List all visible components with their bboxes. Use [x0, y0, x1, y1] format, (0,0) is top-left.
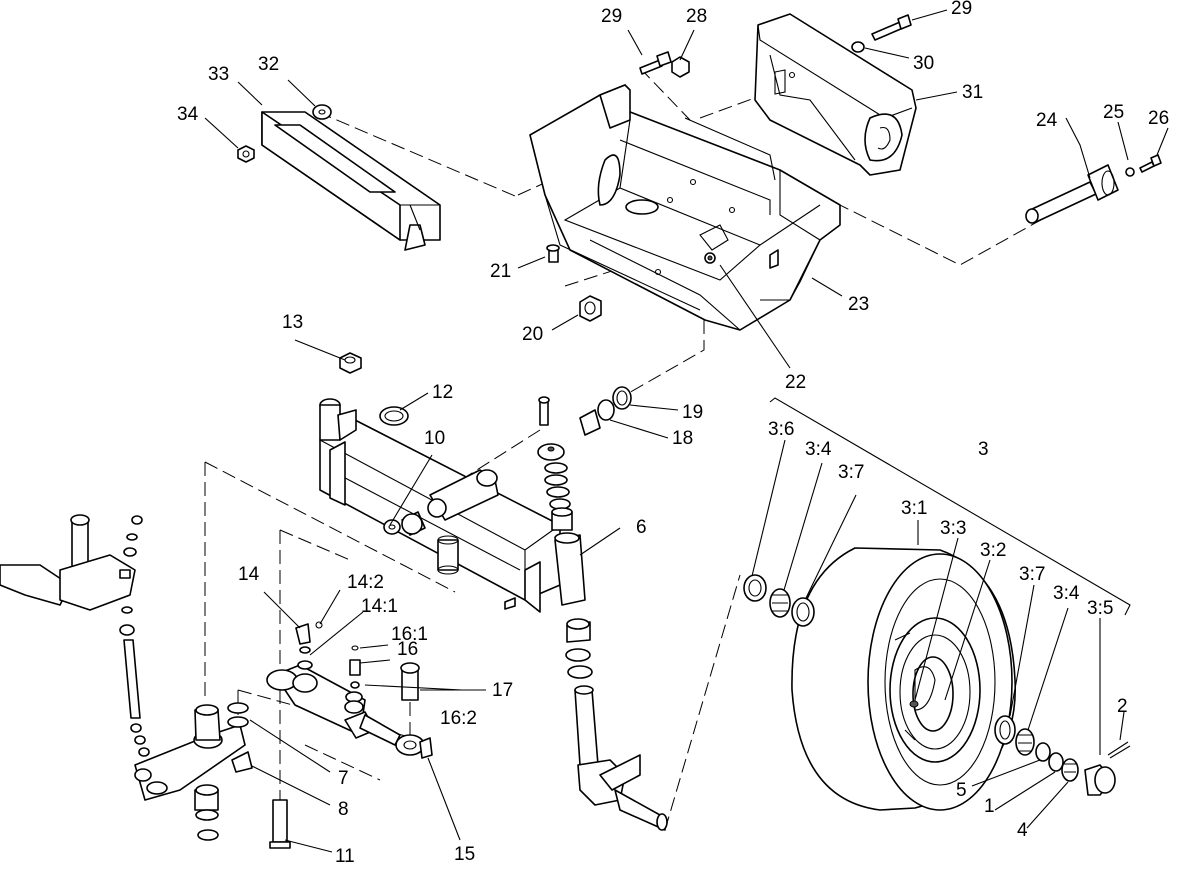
- bracket-33: [261, 111, 441, 251]
- callout-18: 18: [672, 428, 693, 449]
- callout-12: 12: [432, 382, 453, 403]
- callout-6: 6: [636, 517, 647, 538]
- callout-26: 26: [1148, 108, 1169, 129]
- screw-22: [704, 252, 716, 264]
- callout-3-1: 3:1: [901, 498, 927, 519]
- callout-23: 23: [848, 294, 869, 315]
- callout-14: 14: [238, 564, 260, 585]
- callout-29-left: 29: [601, 6, 622, 27]
- callout-33: 33: [208, 64, 229, 85]
- callout-15: 15: [454, 844, 475, 865]
- callout-3-6: 3:6: [768, 419, 794, 440]
- nut-34: [237, 145, 255, 163]
- pin-17: [400, 662, 420, 701]
- washer-30: [851, 41, 865, 53]
- nut-13: [339, 352, 362, 374]
- callout-16-2: 16:2: [440, 708, 477, 729]
- bolt-21: [546, 244, 560, 263]
- fitting-16: [349, 645, 361, 689]
- callout-labels: 29 28 29 30 31 33 32 34 24 25 26 21 23 2…: [177, 0, 1169, 867]
- bolt-26: [1139, 154, 1162, 173]
- callout-16-1: 16:1: [391, 624, 428, 645]
- callout-21: 21: [490, 261, 511, 282]
- callout-4: 4: [1017, 820, 1028, 841]
- callout-31: 31: [962, 82, 983, 103]
- bolt-29-right: [871, 14, 912, 41]
- callout-29-right: 29: [951, 0, 972, 19]
- callout-3: 3: [978, 439, 989, 460]
- fitting-14: [295, 621, 323, 670]
- callout-24: 24: [1036, 110, 1058, 131]
- callout-10: 10: [424, 428, 445, 449]
- callout-20: 20: [522, 324, 543, 345]
- callout-3-7-left: 3:7: [838, 462, 864, 483]
- left-spindle: [0, 514, 150, 757]
- callout-3-3: 3:3: [940, 518, 966, 539]
- spindle-6-stack: [537, 396, 668, 831]
- callout-2: 2: [1117, 696, 1128, 717]
- callout-32: 32: [258, 54, 279, 75]
- callout-28: 28: [686, 6, 707, 27]
- callout-1: 1: [984, 796, 995, 817]
- callout-13: 13: [282, 312, 303, 333]
- callout-11: 11: [335, 846, 355, 867]
- callout-19: 19: [682, 402, 703, 423]
- callout-34: 34: [177, 104, 199, 125]
- callout-3-4-right: 3:4: [1053, 583, 1080, 604]
- callout-7: 7: [338, 768, 349, 789]
- washer-32: [312, 104, 332, 120]
- callout-17: 17: [492, 680, 513, 701]
- axle-24: [1025, 164, 1119, 224]
- callout-3-2: 3:2: [980, 540, 1006, 561]
- steering-arm-7: [134, 702, 253, 841]
- callout-3-7-right: 3:7: [1019, 564, 1045, 585]
- callout-8: 8: [338, 799, 349, 820]
- nut-28: [671, 56, 690, 78]
- callout-25: 25: [1103, 102, 1124, 123]
- washer-10: [383, 511, 426, 536]
- callout-14-2: 14:2: [347, 572, 384, 593]
- frame-mount-23: [529, 84, 841, 331]
- nut-20: [579, 295, 602, 322]
- callout-22: 22: [785, 372, 806, 393]
- seal-12: [379, 406, 409, 426]
- tie-rod-15: [266, 664, 433, 759]
- callout-3-4-left: 3:4: [805, 439, 832, 460]
- callout-16: 16: [397, 639, 418, 660]
- callout-3-5: 3:5: [1087, 598, 1113, 619]
- callout-30: 30: [913, 53, 934, 74]
- bushing-18-19: [579, 386, 632, 436]
- bolt-29-left: [639, 51, 672, 75]
- axle-beam: [319, 398, 561, 613]
- washer-25: [1125, 167, 1135, 177]
- cover-31: [754, 13, 917, 176]
- bolt-11: [269, 799, 291, 849]
- leader-lines: [204, 9, 1169, 853]
- wheel-assembly-3: [743, 397, 1131, 811]
- callout-5: 5: [956, 780, 967, 801]
- callout-14-1: 14:1: [361, 596, 398, 617]
